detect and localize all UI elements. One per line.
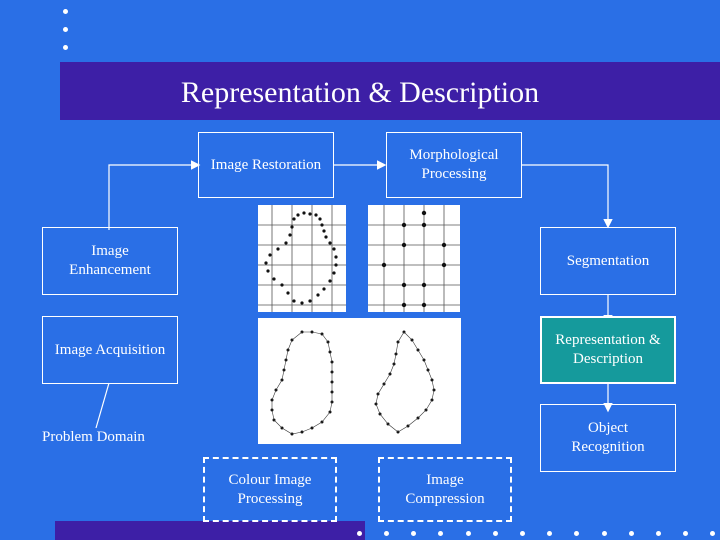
morphological-processing-label: Morphological Processing <box>409 147 499 182</box>
figure-chain-codes <box>258 318 461 444</box>
bullet-dot <box>656 531 661 536</box>
bullet-dot <box>629 531 634 536</box>
bullet-dot <box>63 27 68 32</box>
bullet-dot <box>574 531 579 536</box>
grid-points-graphic <box>368 205 460 312</box>
representation-description-node: Representation & Description <box>540 316 676 384</box>
image-compression-node: Image Compression <box>378 457 512 522</box>
image-compression-label: Image Compression <box>405 471 485 507</box>
bullet-dot <box>63 45 68 50</box>
problem-domain-label: Problem Domain <box>42 429 145 445</box>
bullet-dot <box>547 531 552 536</box>
bullet-dot <box>683 531 688 536</box>
bullet-dot <box>438 531 443 536</box>
segmentation-node: Segmentation <box>540 227 676 295</box>
representation-description-label: Representation & Description <box>555 332 661 367</box>
image-enhancement-node: Image Enhancement <box>42 227 178 295</box>
title-band <box>60 62 720 120</box>
chain-code-graphic <box>270 330 436 436</box>
slide-title-text: Representation & Description <box>180 76 540 109</box>
image-enhancement-label: Image Enhancement <box>69 243 151 278</box>
figure-grid-points <box>368 205 460 312</box>
bullet-dot <box>602 531 607 536</box>
slide-title: Representation & Description <box>0 76 720 110</box>
bullet-dot <box>493 531 498 536</box>
bullet-dot <box>520 531 525 536</box>
bullet-dot <box>63 9 68 14</box>
bottom-band <box>55 521 365 540</box>
bullet-dot <box>466 531 471 536</box>
colour-image-processing-node: Colour Image Processing <box>203 457 337 522</box>
bullet-dot <box>710 531 715 536</box>
bullet-dot <box>357 531 362 536</box>
grid-contour-graphic <box>258 205 346 312</box>
image-restoration-label: Image Restoration <box>210 156 322 173</box>
bullet-dot <box>384 531 389 536</box>
image-acquisition-label: Image Acquisition <box>54 341 166 358</box>
colour-image-processing-label: Colour Image Processing <box>228 471 312 507</box>
morphological-processing-node: Morphological Processing <box>386 132 522 198</box>
segmentation-label: Segmentation <box>566 252 650 269</box>
figure-grid-contour <box>258 205 346 312</box>
object-recognition-label: Object Recognition <box>571 420 645 455</box>
image-acquisition-node: Image Acquisition <box>42 316 178 384</box>
image-restoration-node: Image Restoration <box>198 132 334 198</box>
object-recognition-node: Object Recognition <box>540 404 676 472</box>
bullet-dot <box>411 531 416 536</box>
